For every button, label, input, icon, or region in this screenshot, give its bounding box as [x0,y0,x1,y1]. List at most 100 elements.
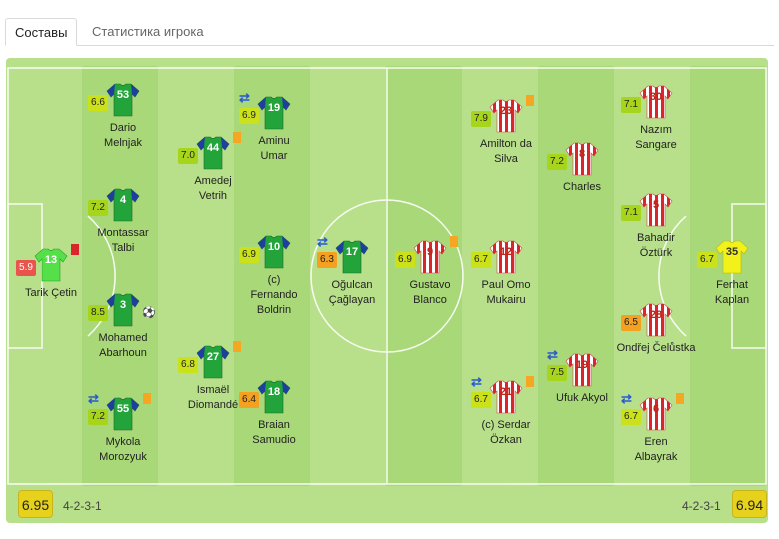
shirt-number: 19 [575,359,589,371]
player-rating: 6.3 [317,252,337,268]
lineup-tabs: Составы Статистика игрока [5,18,774,46]
shirt-icon [564,351,600,387]
player-rating: 7.5 [547,365,567,381]
player-rating: 5.9 [16,260,36,276]
shirt-icon [256,233,292,269]
player-rating: 8.5 [88,305,108,321]
player-name: Ondřej Čelůstka [616,342,696,354]
player-rating: 6.8 [178,357,198,373]
shirt-icon [638,395,674,431]
shirt-number: 8 [578,148,586,160]
tab-lineups[interactable]: Составы [5,18,78,46]
player-rating: 6.7 [621,409,641,425]
away-team-rating: 6.94 [732,490,767,518]
tab-player-stats[interactable]: Статистика игрока [92,24,204,39]
player-rating: 7.0 [178,148,198,164]
player-rating: 6.9 [239,108,259,124]
shirt-icon [334,238,370,274]
shirt-icon [488,238,524,274]
shirt-number: 5 [652,199,660,211]
shirt-number: 23 [499,105,513,117]
home-formation: 4-2-3-1 [63,499,102,513]
player-rating: 7.2 [88,200,108,216]
red-card-icon [71,244,79,255]
player-rating: 6.4 [239,392,259,408]
shirt-number: 55 [116,403,130,415]
player-rating: 6.7 [697,252,717,268]
away-formation: 4-2-3-1 [682,499,721,513]
substitution-icon: ⇄ [621,391,632,406]
shirt-number: 44 [206,142,220,154]
yellow-card-icon [676,393,684,404]
pitch-field [6,66,768,486]
yellow-card-icon [233,132,241,143]
shirt-number: 3 [119,299,127,311]
player-rating: 6.7 [471,252,491,268]
player-rating: 7.2 [88,409,108,425]
shirt-number: 10 [267,241,281,253]
yellow-card-icon [143,393,151,404]
pitch-markings [7,67,767,485]
substitution-icon: ⇄ [88,391,99,406]
substitution-icon: ⇄ [471,374,482,389]
shirt-number: 17 [345,246,359,258]
shirt-number: 27 [206,351,220,363]
shirt-icon [256,94,292,130]
yellow-card-icon [233,341,241,352]
shirt-icon [638,83,674,119]
player-name: Tarik Çetin [25,287,77,299]
shirt-number: 30 [649,91,663,103]
player-rating: 6.7 [471,392,491,408]
shirt-number: 28 [649,309,663,321]
shirt-number: 13 [44,254,58,266]
shirt-number: 4 [119,194,127,206]
substitution-icon: ⇄ [239,90,250,105]
player-rating: 7.2 [547,154,567,170]
shirt-icon [638,191,674,227]
shirt-icon [105,395,141,431]
shirt-icon [195,134,231,170]
shirt-number: 21 [499,386,513,398]
shirt-number: 35 [725,246,739,258]
shirt-icon [488,97,524,133]
shirt-icon [105,81,141,117]
shirt-icon [33,246,69,282]
shirt-icon [256,378,292,414]
shirt-number: 53 [116,89,130,101]
home-team-rating: 6.95 [18,490,53,518]
shirt-icon [564,140,600,176]
player-name: Ufuk Akyol [556,392,608,404]
yellow-card-icon [450,236,458,247]
